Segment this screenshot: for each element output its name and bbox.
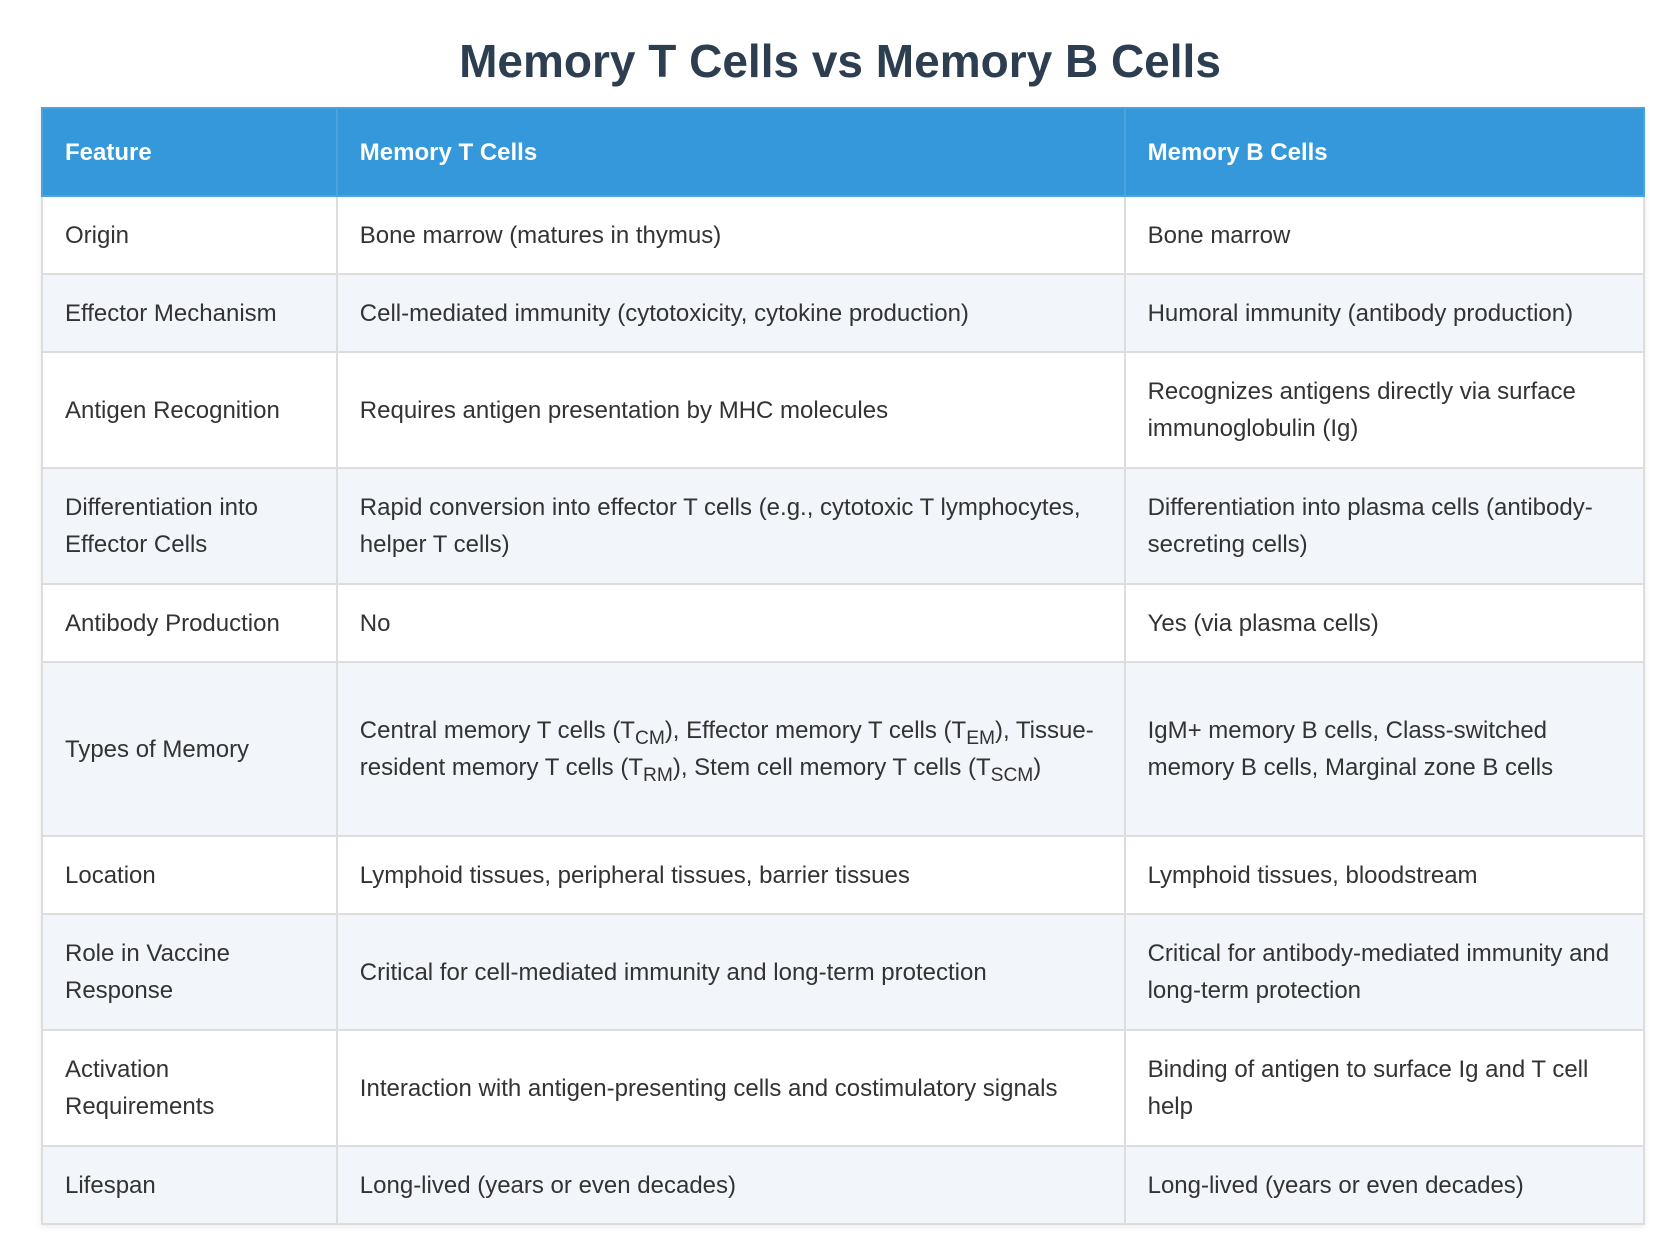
header-memory-t-cells: Memory T Cells	[335, 107, 1126, 197]
memory-b-cell-value: Recognizes antigens directly via surface…	[1123, 351, 1646, 469]
text-fragment: Central memory T cells (T	[359, 717, 635, 744]
memory-b-cell-value: Critical for antibody-mediated immunity …	[1123, 913, 1646, 1031]
memory-b-cell-value: IgM+ memory B cells, Class-switched memo…	[1123, 661, 1646, 837]
memory-t-cell-value: Bone marrow (matures in thymus)	[335, 195, 1126, 275]
header-feature: Feature	[41, 107, 338, 197]
feature-cell: Antigen Recognition	[41, 351, 338, 469]
subscript: EM	[966, 727, 995, 749]
feature-cell: Location	[41, 835, 338, 915]
memory-t-cell-value: Lymphoid tissues, peripheral tissues, ba…	[335, 835, 1126, 915]
feature-cell: Lifespan	[41, 1145, 338, 1225]
memory-t-cell-value: Long-lived (years or even decades)	[335, 1145, 1126, 1225]
subscript: SCM	[990, 764, 1034, 786]
text-fragment: )	[1033, 754, 1042, 781]
comparison-table: Feature Memory T Cells Memory B Cells Or…	[41, 107, 1646, 1225]
memory-t-cell-value: Rapid conversion into effector T cells (…	[335, 467, 1126, 585]
text-fragment: ), Tissue-resident memory T cells (T	[359, 717, 1094, 781]
subscript: CM	[634, 727, 665, 749]
text-fragment: ), Effector memory T cells (T	[664, 717, 967, 744]
header-row: Feature Memory T Cells Memory B Cells	[41, 107, 1646, 197]
feature-cell: Activation Requirements	[41, 1029, 338, 1147]
feature-cell: Differentiation into Effector Cells	[41, 467, 338, 585]
memory-b-cell-value: Lymphoid tissues, bloodstream	[1123, 835, 1646, 915]
page-title: Memory T Cells vs Memory B Cells	[459, 35, 1221, 87]
memory-b-cell-value: Differentiation into plasma cells (antib…	[1123, 467, 1646, 585]
feature-cell: Antibody Production	[41, 583, 338, 663]
memory-b-cell-value: Bone marrow	[1123, 195, 1646, 275]
memory-t-cell-value: Central memory T cells (TCM), Effector m…	[335, 661, 1126, 837]
subscript: RM	[642, 764, 673, 786]
feature-cell: Role in Vaccine Response	[41, 913, 338, 1031]
memory-t-cell-value: Requires antigen presentation by MHC mol…	[335, 351, 1126, 469]
feature-cell: Types of Memory	[41, 661, 338, 837]
feature-cell: Origin	[41, 195, 338, 275]
text-fragment: ), Stem cell memory T cells (T	[672, 754, 991, 781]
feature-cell: Effector Mechanism	[41, 273, 338, 353]
memory-b-cell-value: Long-lived (years or even decades)	[1123, 1145, 1646, 1225]
memory-b-cell-value: Binding of antigen to surface Ig and T c…	[1123, 1029, 1646, 1147]
memory-b-cell-value: Humoral immunity (antibody production)	[1123, 273, 1646, 353]
header-memory-b-cells: Memory B Cells	[1123, 107, 1646, 197]
memory-b-cell-value: Yes (via plasma cells)	[1123, 583, 1646, 663]
memory-t-cell-value: Interaction with antigen-presenting cell…	[335, 1029, 1126, 1147]
memory-t-cell-value: Critical for cell-mediated immunity and …	[335, 913, 1126, 1031]
memory-t-cell-value: No	[335, 583, 1126, 663]
memory-t-cell-value: Cell-mediated immunity (cytotoxicity, cy…	[335, 273, 1126, 353]
